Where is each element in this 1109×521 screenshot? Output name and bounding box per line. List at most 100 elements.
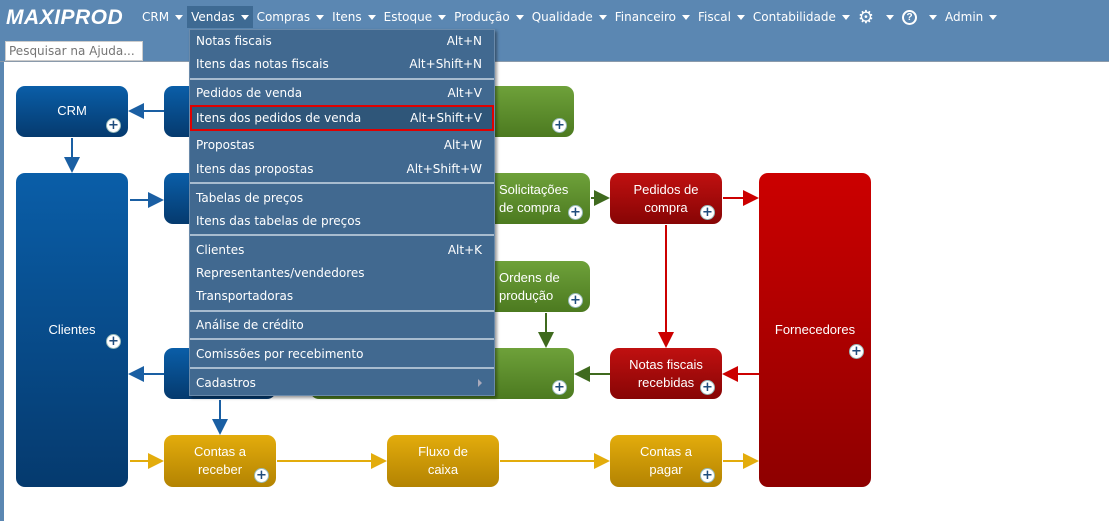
- caret-down-icon: [438, 14, 447, 20]
- menu-shortcut: Alt+Shift+N: [409, 57, 482, 71]
- nav-label: Financeiro: [614, 10, 677, 24]
- caret-down-icon: [841, 14, 850, 20]
- plus-icon[interactable]: +: [552, 380, 567, 395]
- nav-label: Compras: [256, 10, 311, 24]
- menu-label: Tabelas de preços: [196, 191, 304, 205]
- node-label: Solicitações de compra: [499, 181, 569, 215]
- nav-itens[interactable]: Itens: [328, 6, 379, 28]
- caret-down-icon: [598, 14, 607, 20]
- menu-item-tabelas-precos[interactable]: Tabelas de preços: [190, 187, 494, 209]
- nav-vendas[interactable]: Vendas: [187, 6, 253, 28]
- submenu-arrow-icon: [478, 379, 482, 387]
- node-clientes[interactable]: Clientes +: [16, 173, 128, 487]
- menu-item-cadastros[interactable]: Cadastros: [190, 372, 494, 394]
- nav-help[interactable]: ?: [898, 6, 941, 28]
- menu-label: Propostas: [196, 138, 255, 152]
- menu-item-itens-tabelas-precos[interactable]: Itens das tabelas de preços: [190, 210, 494, 232]
- caret-down-icon: [736, 14, 745, 20]
- plus-icon[interactable]: +: [849, 344, 864, 359]
- node-label: Ordens de produção: [499, 269, 560, 303]
- node-label: Contas a receber: [193, 444, 247, 477]
- node-fornecedores[interactable]: Fornecedores+: [759, 173, 871, 487]
- plus-icon[interactable]: +: [700, 468, 715, 483]
- menu-shortcut: Alt+Shift+W: [406, 162, 483, 176]
- menu-label: Comissões por recebimento: [196, 347, 364, 361]
- node-pedidos-compra[interactable]: Pedidos de compra+: [610, 173, 722, 224]
- plus-icon[interactable]: +: [700, 380, 715, 395]
- caret-down-icon: [316, 14, 325, 20]
- nav-label: Itens: [332, 10, 362, 24]
- help-search-input[interactable]: [5, 41, 143, 61]
- node-notas-recebidas[interactable]: Notas fiscais recebidas+: [610, 348, 722, 399]
- caret-down-icon: [886, 14, 895, 20]
- nav-producao[interactable]: Produção: [450, 6, 528, 28]
- menu-label: Itens dos pedidos de venda: [196, 111, 362, 125]
- node-contas-pagar[interactable]: Contas a pagar+: [610, 435, 722, 487]
- caret-down-icon: [929, 14, 938, 20]
- menu-shortcut: Alt+Shift+V: [410, 111, 482, 125]
- help-icon: ?: [902, 9, 918, 25]
- menu-item-representantes[interactable]: Representantes/vendedores: [190, 262, 494, 284]
- node-fluxo-caixa[interactable]: Fluxo de caixa: [387, 435, 499, 487]
- left-border: [0, 62, 4, 521]
- node-label: Fluxo de caixa: [418, 444, 468, 477]
- menu-divider: [190, 78, 494, 80]
- plus-icon[interactable]: +: [552, 118, 567, 133]
- nav-fiscal[interactable]: Fiscal: [694, 6, 749, 28]
- menu-divider: [190, 338, 494, 340]
- node-label: Clientes: [48, 322, 96, 337]
- nav-label: Contabilidade: [752, 10, 836, 24]
- top-navigation-bar: MAXIPROD CRM Vendas Compras Itens Estoqu…: [0, 0, 1109, 62]
- nav-label: Estoque: [383, 10, 433, 24]
- nav-label: Qualidade: [531, 10, 593, 24]
- menu-divider: [190, 367, 494, 369]
- menu-label: Notas fiscais: [196, 34, 272, 48]
- caret-down-icon: [175, 14, 184, 20]
- caret-down-icon: [682, 14, 691, 20]
- nav-settings[interactable]: ⚙: [854, 6, 898, 28]
- menu-shortcut: Alt+K: [447, 243, 482, 257]
- menu-shortcut: Alt+V: [447, 86, 482, 100]
- node-label: Pedidos de compra: [633, 181, 699, 215]
- menu-divider: [190, 310, 494, 312]
- menu-label: Cadastros: [196, 376, 256, 390]
- nav-label: CRM: [142, 10, 170, 24]
- menu-item-analise-credito[interactable]: Análise de crédito: [190, 314, 494, 336]
- nav-estoque[interactable]: Estoque: [380, 6, 451, 28]
- nav-financeiro[interactable]: Financeiro: [611, 6, 694, 28]
- menu-item-itens-pedidos-venda[interactable]: Itens dos pedidos de venda Alt+Shift+V: [190, 105, 494, 131]
- node-label: CRM: [57, 103, 87, 118]
- node-label: Notas fiscais recebidas: [629, 356, 703, 390]
- node-crm[interactable]: CRM +: [16, 86, 128, 137]
- plus-icon[interactable]: +: [700, 205, 715, 220]
- menu-label: Representantes/vendedores: [196, 266, 365, 280]
- caret-down-icon: [989, 14, 998, 20]
- plus-icon[interactable]: +: [106, 334, 121, 349]
- menu-label: Itens das propostas: [196, 162, 314, 176]
- nav-compras[interactable]: Compras: [253, 6, 329, 28]
- menu-item-transportadoras[interactable]: Transportadoras: [190, 285, 494, 307]
- menu-item-itens-propostas[interactable]: Itens das propostas Alt+Shift+W: [190, 158, 494, 180]
- nav-crm[interactable]: CRM: [138, 6, 187, 28]
- menu-label: Itens das notas fiscais: [196, 57, 329, 71]
- node-contas-receber[interactable]: Contas a receber +: [164, 435, 276, 487]
- nav-contabilidade[interactable]: Contabilidade: [749, 6, 854, 28]
- caret-down-icon: [240, 14, 249, 20]
- menu-item-comissoes[interactable]: Comissões por recebimento: [190, 343, 494, 365]
- plus-icon[interactable]: +: [568, 205, 583, 220]
- plus-icon[interactable]: +: [254, 468, 269, 483]
- nav-label: Produção: [454, 10, 510, 24]
- menu-item-itens-notas-fiscais[interactable]: Itens das notas fiscais Alt+Shift+N: [190, 53, 494, 75]
- logo: MAXIPROD: [6, 6, 124, 29]
- nav-qualidade[interactable]: Qualidade: [528, 6, 611, 28]
- plus-icon[interactable]: +: [106, 118, 121, 133]
- menu-divider: [190, 234, 494, 236]
- plus-icon[interactable]: +: [568, 293, 583, 308]
- menu-label: Itens das tabelas de preços: [196, 214, 361, 228]
- nav-admin[interactable]: Admin: [941, 6, 1001, 28]
